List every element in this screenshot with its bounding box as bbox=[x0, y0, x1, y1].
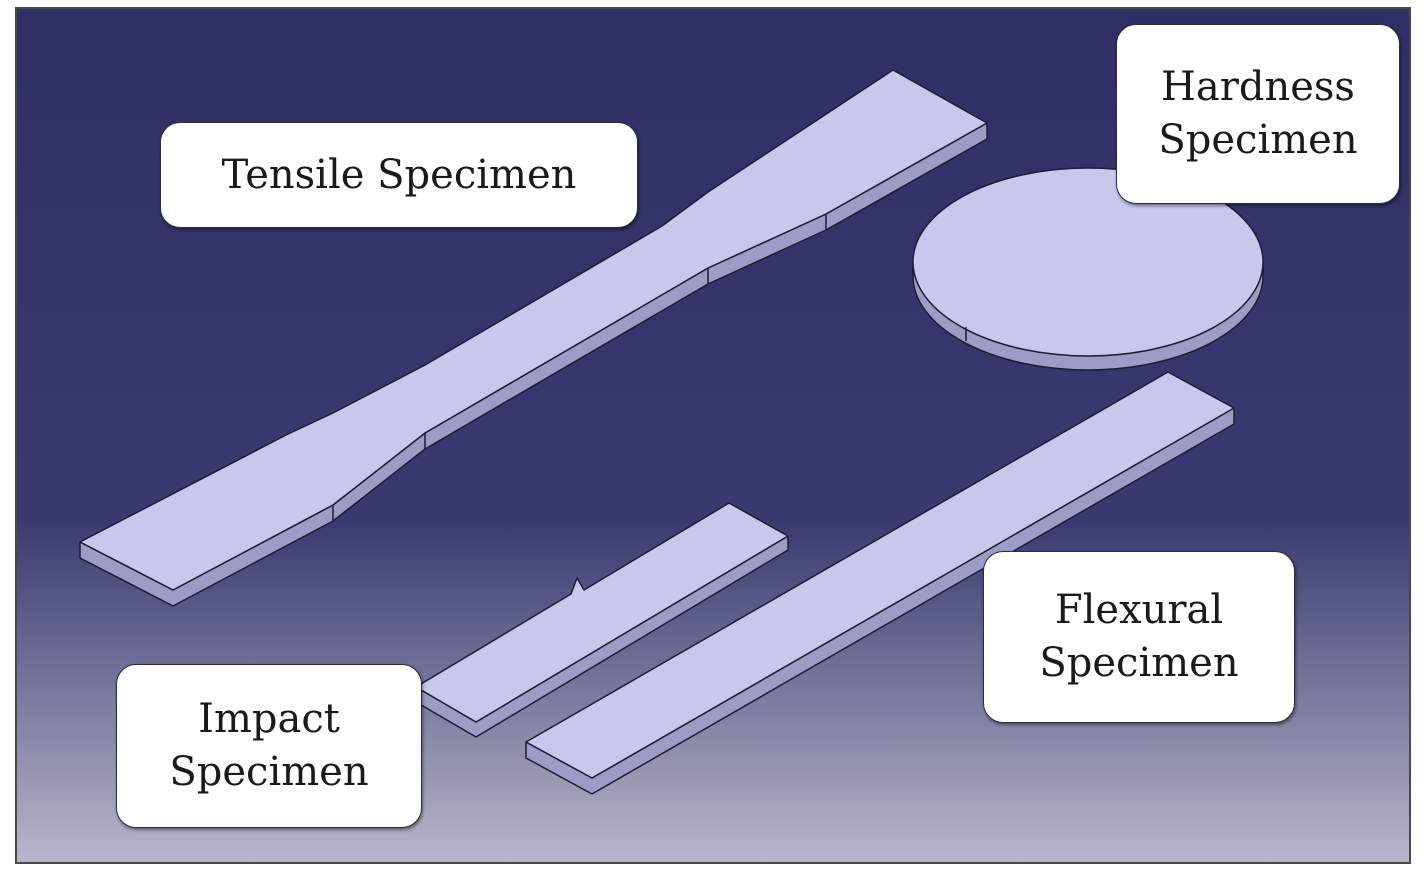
tensile-specimen-label-line1: Tensile Specimen bbox=[221, 151, 577, 198]
impact-specimen-label-line2: Specimen bbox=[169, 749, 369, 795]
impact-specimen-label-line1: Impact bbox=[198, 696, 340, 743]
hardness-specimen bbox=[912, 167, 1264, 371]
flexural-specimen bbox=[525, 371, 1235, 795]
tensile-specimen bbox=[79, 69, 988, 607]
hardness-specimen-label: Hardness Specimen bbox=[1116, 24, 1400, 204]
flexural-specimen-label-line2: Specimen bbox=[1039, 640, 1239, 686]
flexural-specimen-label-line1: Flexural bbox=[1054, 587, 1224, 634]
tensile-specimen-top bbox=[79, 69, 988, 591]
hardness-specimen-top bbox=[912, 167, 1264, 357]
tensile-specimen-label: Tensile Specimen bbox=[160, 122, 638, 228]
impact-specimen-top bbox=[415, 502, 789, 723]
hardness-specimen-label-line2: Specimen bbox=[1158, 117, 1358, 163]
flexural-specimen-label: Flexural Specimen bbox=[983, 551, 1295, 723]
hardness-specimen-label-line1: Hardness bbox=[1161, 64, 1355, 111]
impact-specimen bbox=[415, 502, 789, 738]
impact-specimen-label: Impact Specimen bbox=[116, 664, 422, 828]
flexural-specimen-top bbox=[525, 371, 1235, 779]
